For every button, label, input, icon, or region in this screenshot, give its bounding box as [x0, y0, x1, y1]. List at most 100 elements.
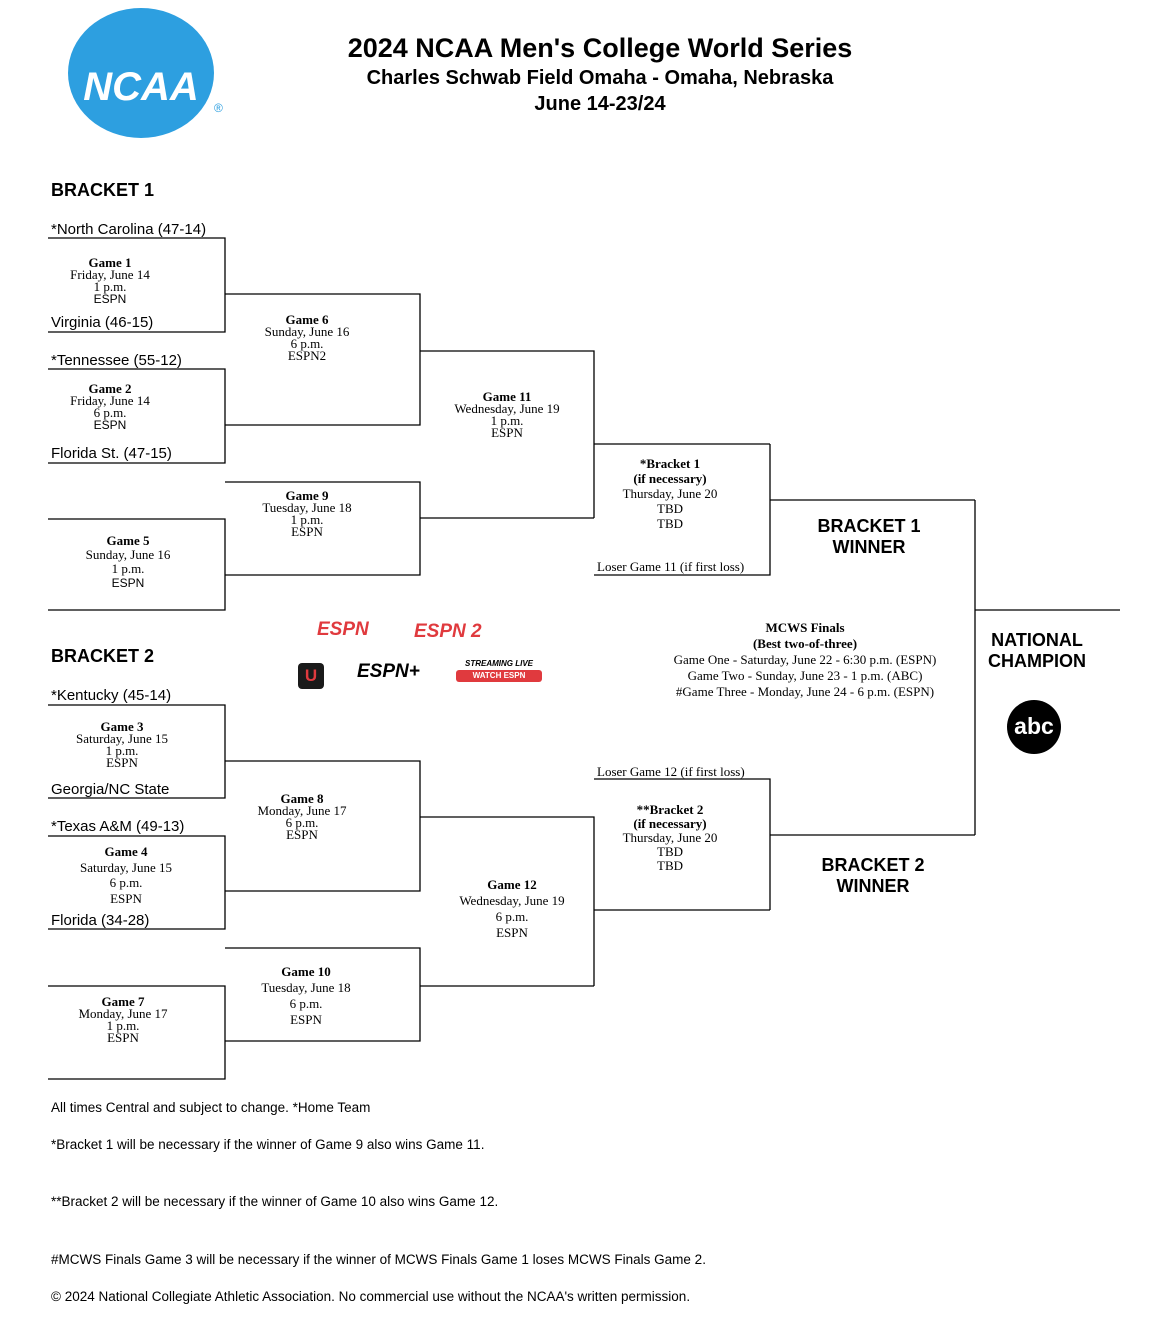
team-kentucky: *Kentucky (45-14): [51, 687, 172, 704]
team-tennessee: *Tennessee (55-12): [51, 352, 182, 369]
bracket1-final-info: *Bracket 1 (if necessary) Thursday, June…: [580, 456, 760, 531]
game5-date: Sunday, June 16: [85, 547, 171, 562]
game12-info: Game 12 Wednesday, June 19 6 p.m. ESPN: [422, 877, 602, 941]
game10-time: 6 p.m.: [289, 996, 323, 1011]
champion-line1: NATIONAL: [991, 630, 1083, 650]
espn-plus-logo: ESPN+: [357, 661, 420, 682]
game9-name: Game 9: [285, 488, 329, 503]
game2-date: Friday, June 14: [70, 393, 150, 408]
mcws-finals-info: MCWS Finals (Best two-of-three) Game One…: [645, 620, 965, 700]
bracket1-final-tv: TBD: [657, 516, 683, 531]
game11-tv: ESPN: [491, 425, 523, 440]
bracket1-label: BRACKET 1: [51, 180, 155, 200]
game12-time: 6 p.m.: [495, 909, 529, 924]
game6-date: Sunday, June 16: [264, 324, 350, 339]
game5-line: [48, 518, 226, 611]
finals-format: (Best two-of-three): [752, 636, 858, 651]
bracket1-final-cond: (if necessary): [633, 471, 707, 486]
team-florida-st: Florida St. (47-15): [51, 445, 172, 462]
game8-date: Monday, June 17: [257, 803, 347, 818]
game11-name: Game 11: [482, 389, 532, 404]
watch-espn-label: WATCH ESPN: [456, 670, 542, 682]
game7-tv: ESPN: [107, 1030, 139, 1045]
game1-info: Game 1 Friday, June 14 1 p.m. ESPN: [20, 255, 200, 306]
footnote-finals-game3: #MCWS Finals Game 3 will be necessary if…: [51, 1252, 706, 1267]
game8-tv: ESPN: [286, 827, 318, 842]
game4-info: Game 4 Saturday, June 15 6 p.m. ESPN: [36, 844, 216, 906]
game12-line: [420, 816, 595, 986]
game11-info: Game 11 Wednesday, June 19 1 p.m. ESPN: [417, 389, 597, 440]
game7-name: Game 7: [101, 994, 145, 1009]
copyright-notice: © 2024 National Collegiate Athletic Asso…: [51, 1289, 691, 1304]
game3-line: [48, 704, 226, 799]
bracket2-winner-line2: WINNER: [836, 876, 910, 896]
loser-game11-note: Loser Game 11 (if first loss): [597, 559, 745, 574]
game10-date: Tuesday, June 18: [261, 980, 351, 995]
game7-time: 1 p.m.: [106, 1018, 140, 1033]
game2-line: [48, 368, 226, 464]
team-virginia: Virginia (46-15): [51, 314, 154, 331]
team-north-carolina: *North Carolina (47-14): [51, 221, 207, 238]
game1-date: Friday, June 14: [70, 267, 150, 282]
game6-tv: ESPN2: [287, 348, 327, 363]
game6-line: [225, 293, 421, 426]
registered-mark: ®: [214, 101, 223, 115]
footnote-bracket2: **Bracket 2 will be necessary if the win…: [51, 1194, 499, 1209]
watch-espn-logo: STREAMING LIVE WATCH ESPN: [456, 659, 542, 682]
abc-logo: abc: [1007, 700, 1061, 754]
game10-line: [225, 947, 421, 1042]
bracket1-winner: BRACKET 1 WINNER: [789, 516, 949, 558]
finals-game3: #Game Three - Monday, June 24 - 6 p.m. (…: [675, 684, 935, 699]
bracket2-winner-line1: BRACKET 2: [821, 855, 925, 875]
bracket1-final-line: [594, 444, 771, 576]
bracket2-final-info: **Bracket 2 (if necessary) Thursday, Jun…: [580, 803, 760, 873]
game5-info: Game 5 Sunday, June 16 1 p.m. ESPN: [38, 534, 218, 591]
team-texas-am: *Texas A&M (49-13): [51, 818, 185, 835]
game11-date: Wednesday, June 19: [454, 401, 560, 416]
game10-name: Game 10: [281, 964, 331, 979]
game6-time: 6 p.m.: [290, 336, 324, 351]
game3-name: Game 3: [100, 719, 144, 734]
game5-time: 1 p.m.: [111, 561, 145, 576]
game9-tv: ESPN: [291, 524, 323, 539]
bracket1-winner-line2: WINNER: [832, 537, 906, 557]
footnote-times: All times Central and subject to change.…: [51, 1100, 371, 1115]
game6-name: Game 6: [285, 312, 329, 327]
game4-date: Saturday, June 15: [80, 859, 172, 875]
finals-title: MCWS Finals: [765, 620, 845, 635]
game12-name: Game 12: [487, 877, 537, 892]
finals-game2: Game Two - Sunday, June 23 - 1 p.m. (ABC…: [687, 668, 923, 683]
game2-time: 6 p.m.: [93, 405, 127, 420]
bracket2-final-date: Thursday, June 20: [622, 830, 718, 845]
game9-line: [225, 481, 421, 576]
team-florida: Florida (34-28): [51, 912, 150, 929]
game1-line: [48, 237, 226, 333]
bracket2-final-name: **Bracket 2: [636, 802, 704, 817]
loser-game12-note: Loser Game 12 (if first loss): [597, 764, 745, 779]
venue-subtitle: Charles Schwab Field Omaha - Omaha, Nebr…: [366, 67, 834, 89]
game12-date: Wednesday, June 19: [459, 893, 565, 908]
game1-name: Game 1: [88, 255, 132, 270]
game8-info: Game 8 Monday, June 17 6 p.m. ESPN: [212, 792, 392, 842]
ncaa-logo: NCAA ®: [68, 8, 223, 138]
game5-tv: ESPN: [111, 576, 145, 590]
bracket2-final-tv: TBD: [657, 858, 683, 873]
game7-line: [48, 985, 226, 1080]
footnote-bracket1: *Bracket 1 will be necessary if the winn…: [51, 1137, 485, 1152]
game12-tv: ESPN: [496, 925, 528, 940]
game4-tv: ESPN: [110, 890, 142, 906]
game6-info: Game 6 Sunday, June 16 6 p.m. ESPN2: [217, 312, 397, 363]
game3-time: 1 p.m.: [105, 743, 139, 758]
game11-line: [420, 350, 595, 518]
game9-date: Tuesday, June 18: [262, 500, 352, 515]
game1-time: 1 p.m.: [93, 279, 127, 294]
event-dates: June 14-23/24: [534, 93, 666, 115]
page-title: 2024 NCAA Men's College World Series: [347, 33, 853, 63]
bracket1-winner-line1: BRACKET 1: [817, 516, 921, 536]
ncaa-logo-text: NCAA: [83, 65, 199, 109]
game3-info: Game 3 Saturday, June 15 1 p.m. ESPN: [32, 719, 212, 769]
game10-tv: ESPN: [290, 1012, 322, 1027]
game1-tv: ESPN: [93, 292, 127, 306]
game4-time: 6 p.m.: [109, 875, 143, 890]
espn-logo: ESPN: [317, 619, 369, 640]
